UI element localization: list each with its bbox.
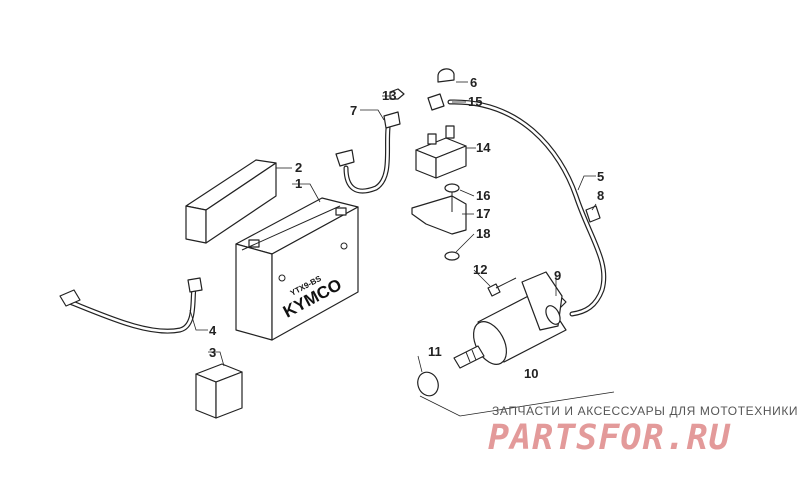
terminal-end: [427, 93, 445, 111]
callout-18: 18: [476, 226, 490, 241]
callout-1: 1: [295, 176, 302, 191]
callout-3: 3: [209, 345, 216, 360]
callout-10: 10: [524, 366, 538, 381]
positive-battery-cable: [335, 111, 401, 194]
callout-5: 5: [597, 169, 604, 184]
callout-14: 14: [476, 140, 491, 155]
bolt-12: [487, 277, 517, 297]
callout-9: 9: [554, 268, 561, 283]
bolt-13: [389, 88, 405, 100]
callout-16: 16: [476, 188, 490, 203]
callout-11: 11: [428, 344, 442, 359]
callout-15: 15: [468, 94, 482, 109]
callout-13: 13: [382, 88, 396, 103]
starter-motor: [453, 271, 567, 369]
callouts: 1 2 3 4 5 6 7 8 9 10 11 12 13 14 15 16 1…: [209, 75, 604, 381]
washer-18: [444, 251, 460, 261]
relay-bracket: [411, 195, 467, 235]
leader-lines: [189, 81, 615, 417]
callout-12: 12: [473, 262, 487, 277]
callout-8: 8: [597, 188, 604, 203]
footer-caption: ЗАПЧАСТИ И АКСЕССУАРЫ ДЛЯ МОТОТЕХНИКИ: [492, 404, 799, 418]
callout-6: 6: [470, 75, 477, 90]
battery-pad-small: [195, 363, 243, 419]
callout-4: 4: [209, 323, 217, 338]
terminal-cap: [437, 68, 455, 83]
watermark-brand: PARTSFOR.RU: [488, 418, 731, 458]
callout-7: 7: [350, 103, 357, 118]
o-ring: [417, 371, 439, 397]
cable-clamp: [585, 205, 601, 223]
callout-17: 17: [476, 206, 490, 221]
callout-2: 2: [295, 160, 302, 175]
battery-pad-top: [185, 159, 277, 244]
battery: KYMCO YTX9-BS: [235, 197, 359, 341]
negative-battery-cable: [59, 277, 203, 334]
bolt-16: [444, 183, 460, 212]
starter-cable: [447, 99, 607, 317]
starter-relay: [415, 125, 467, 179]
